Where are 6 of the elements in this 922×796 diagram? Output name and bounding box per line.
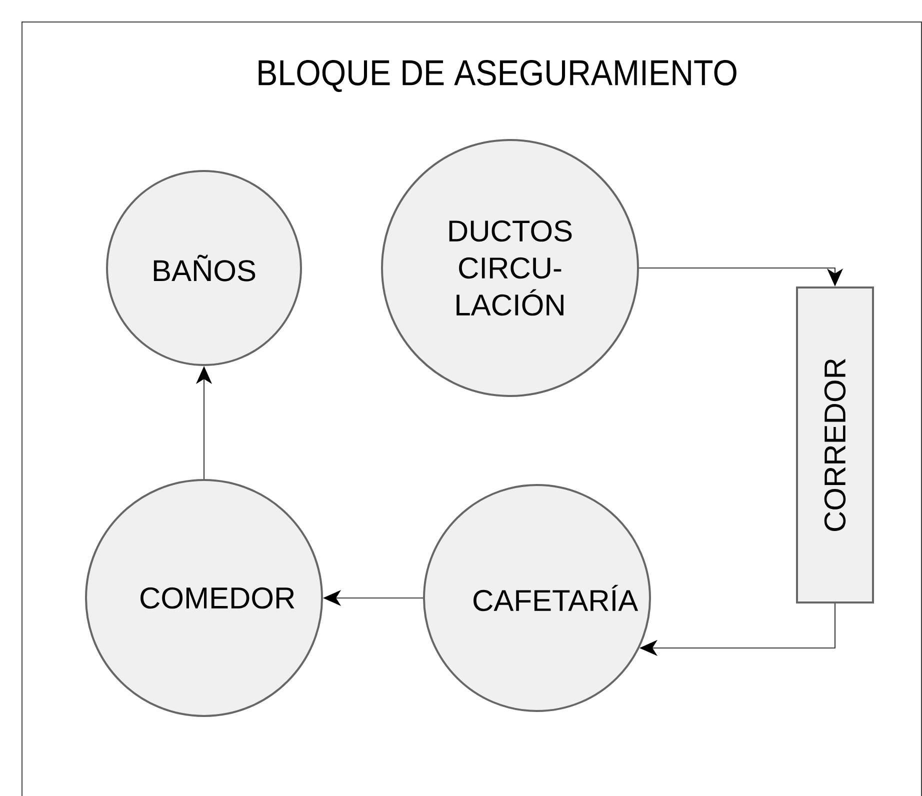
circle-node: CAFETARÍA	[423, 484, 651, 712]
circle-node: COMEDOR	[85, 479, 323, 717]
circle-node: BAÑOS	[106, 170, 302, 366]
title: BLOQUE DE ASEGURAMIENTO	[258, 60, 736, 92]
corridor-box: CORREDOR	[796, 286, 874, 604]
circle-node: DUCTOS CIRCU- LACIÓN	[381, 139, 639, 397]
